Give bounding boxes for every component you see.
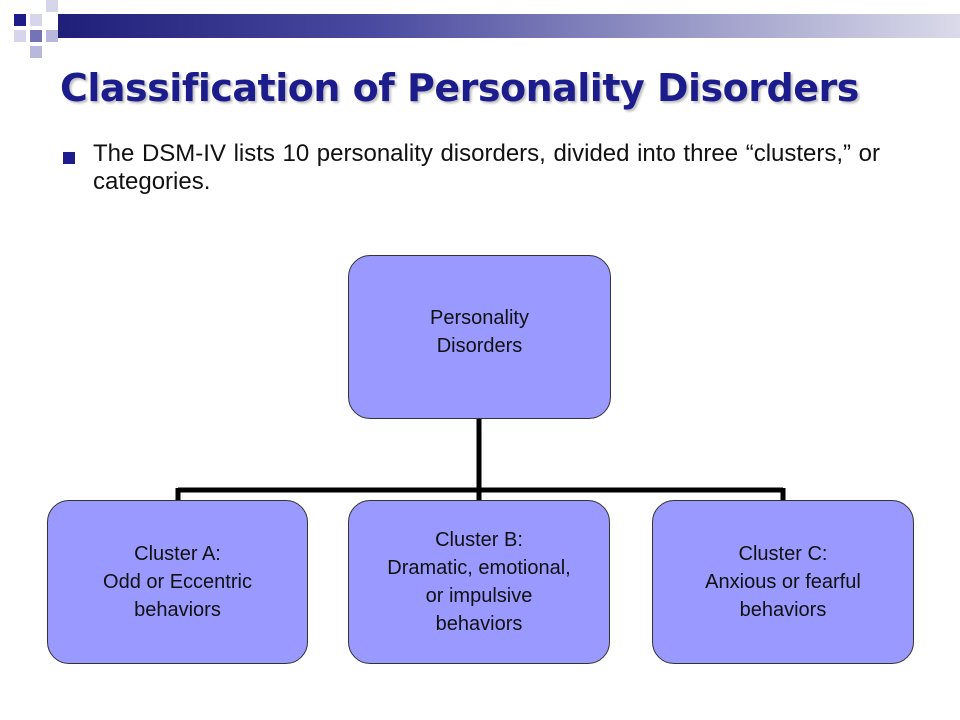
slide-title: Classification of Personality Disorders	[60, 66, 859, 110]
node-personality-disorders: Personality Disorders	[348, 255, 611, 419]
bullet-text: The DSM-IV lists 10 personality disorder…	[93, 140, 880, 195]
node-cluster-a: Cluster A: Odd or Eccentric behaviors	[47, 500, 308, 664]
bullet-square-icon	[63, 152, 75, 164]
decor-square	[30, 46, 42, 58]
decor-square	[14, 30, 26, 42]
bullet-item: The DSM-IV lists 10 personality disorder…	[60, 140, 880, 196]
decor-square	[14, 14, 26, 26]
decor-square	[46, 0, 58, 12]
header-gradient-bar	[58, 14, 960, 38]
decor-square	[30, 14, 42, 26]
decor-square	[30, 30, 42, 42]
node-cluster-c: Cluster C: Anxious or fearful behaviors	[652, 500, 914, 664]
decor-square	[46, 30, 58, 42]
node-cluster-b: Cluster B: Dramatic, emotional, or impul…	[348, 500, 610, 664]
